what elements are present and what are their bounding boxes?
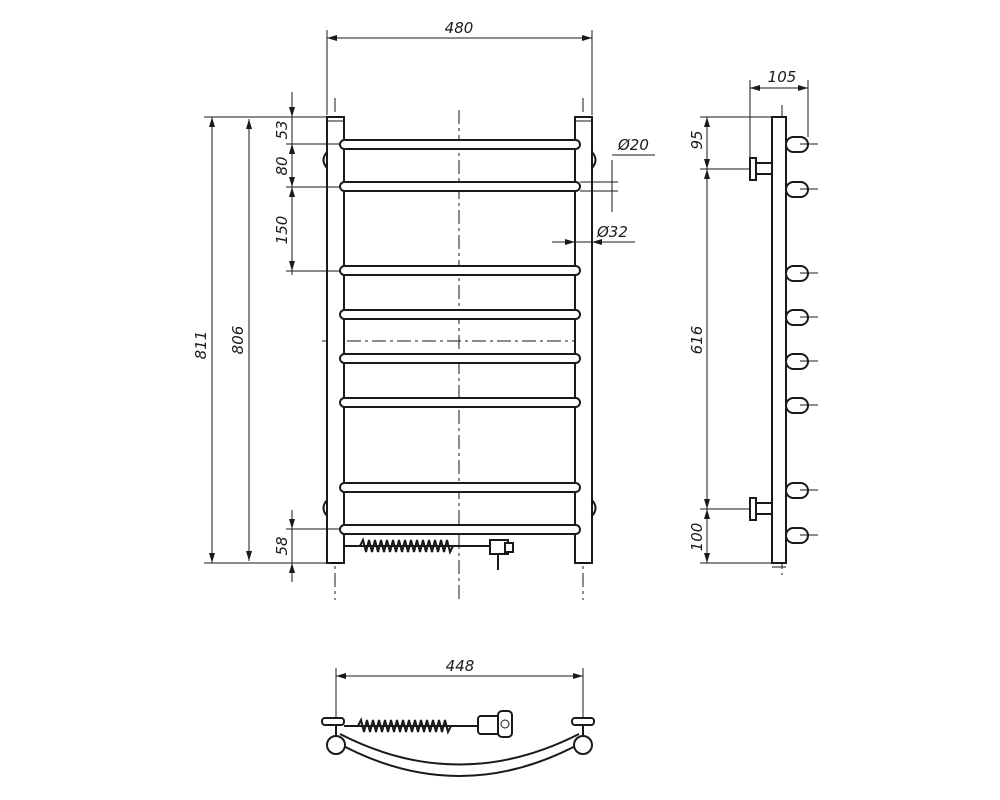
top-offset-arrow-top <box>289 107 295 117</box>
bottom-offset-arrow-bottom <box>289 563 295 573</box>
bar-gap-large-arrow-top <box>289 187 295 197</box>
mount-arm <box>755 502 773 515</box>
right-post <box>574 116 593 564</box>
left-bottom-bracket <box>322 499 328 517</box>
curved-crossbar-inner <box>339 733 580 766</box>
bottom-offset-dim-label: 58 <box>273 536 291 555</box>
heater-switch <box>504 542 514 553</box>
side-arrow-3 <box>704 169 710 179</box>
crossbar <box>339 139 581 150</box>
heating-coil <box>359 537 454 555</box>
top-right-flange <box>571 717 595 726</box>
front-view: 480 811 806 53 80 150 58 <box>192 19 655 600</box>
crossbar <box>339 265 581 276</box>
crossbar <box>339 181 581 192</box>
side-arrow-5 <box>704 509 710 519</box>
crossbar <box>339 397 581 408</box>
height-axis-dim-label: 806 <box>229 326 247 355</box>
side-crossbar-ends <box>785 136 818 544</box>
height-outer-dim-label: 811 <box>192 331 210 360</box>
mount-span-dim-label: 616 <box>688 326 706 355</box>
left-post <box>326 116 345 564</box>
crossbar <box>339 309 581 320</box>
top-mount-dim-label: 95 <box>688 130 706 149</box>
crossbar <box>339 353 581 364</box>
top-heater-coil <box>357 717 452 735</box>
bar-gap-large-dim-label: 150 <box>273 216 291 245</box>
crossbar <box>339 524 581 535</box>
bar-gap-arrow-bottom <box>289 177 295 187</box>
post-dia-arrow-left <box>565 239 575 245</box>
top-offset-dim-label: 53 <box>273 120 291 139</box>
bar-gap-arrow-top <box>289 144 295 154</box>
top-view: 448 <box>321 657 595 777</box>
top-left-flange <box>321 717 345 726</box>
top-right-post <box>573 735 593 755</box>
crossbar <box>339 482 581 493</box>
wall-mount-top <box>749 157 773 181</box>
width-dim-label: 480 <box>445 19 474 37</box>
post-dia-arrow-right <box>592 239 602 245</box>
bottom-mount-dim-label: 100 <box>688 523 706 552</box>
side-view: 105 95 616 100 <box>688 68 818 575</box>
post-diameter-label: Ø32 <box>596 223 628 241</box>
side-arrow-2 <box>704 159 710 169</box>
wall-mount-bottom <box>749 497 773 521</box>
right-top-bracket <box>591 151 597 169</box>
bar-gap-dim-label: 80 <box>273 156 291 175</box>
top-left-post <box>326 735 346 755</box>
bar-gap-large-arrow-bottom <box>289 261 295 271</box>
side-arrow-1 <box>704 117 710 127</box>
bar-diameter-label: Ø20 <box>617 136 649 154</box>
side-arrow-6 <box>704 553 710 563</box>
top-width-dim-label: 448 <box>446 657 475 675</box>
right-bottom-bracket <box>591 499 597 517</box>
top-heater-switch <box>497 710 513 738</box>
mount-arm <box>755 162 773 175</box>
top-heater-knob <box>500 719 510 729</box>
side-arrow-4 <box>704 499 710 509</box>
bottom-offset-arrow-top <box>289 519 295 529</box>
left-top-bracket <box>322 151 328 169</box>
heating-element <box>344 537 514 570</box>
depth-dim-label: 105 <box>768 68 797 86</box>
crossbars <box>339 139 581 535</box>
curved-crossbar <box>335 741 584 777</box>
side-post <box>771 116 787 564</box>
